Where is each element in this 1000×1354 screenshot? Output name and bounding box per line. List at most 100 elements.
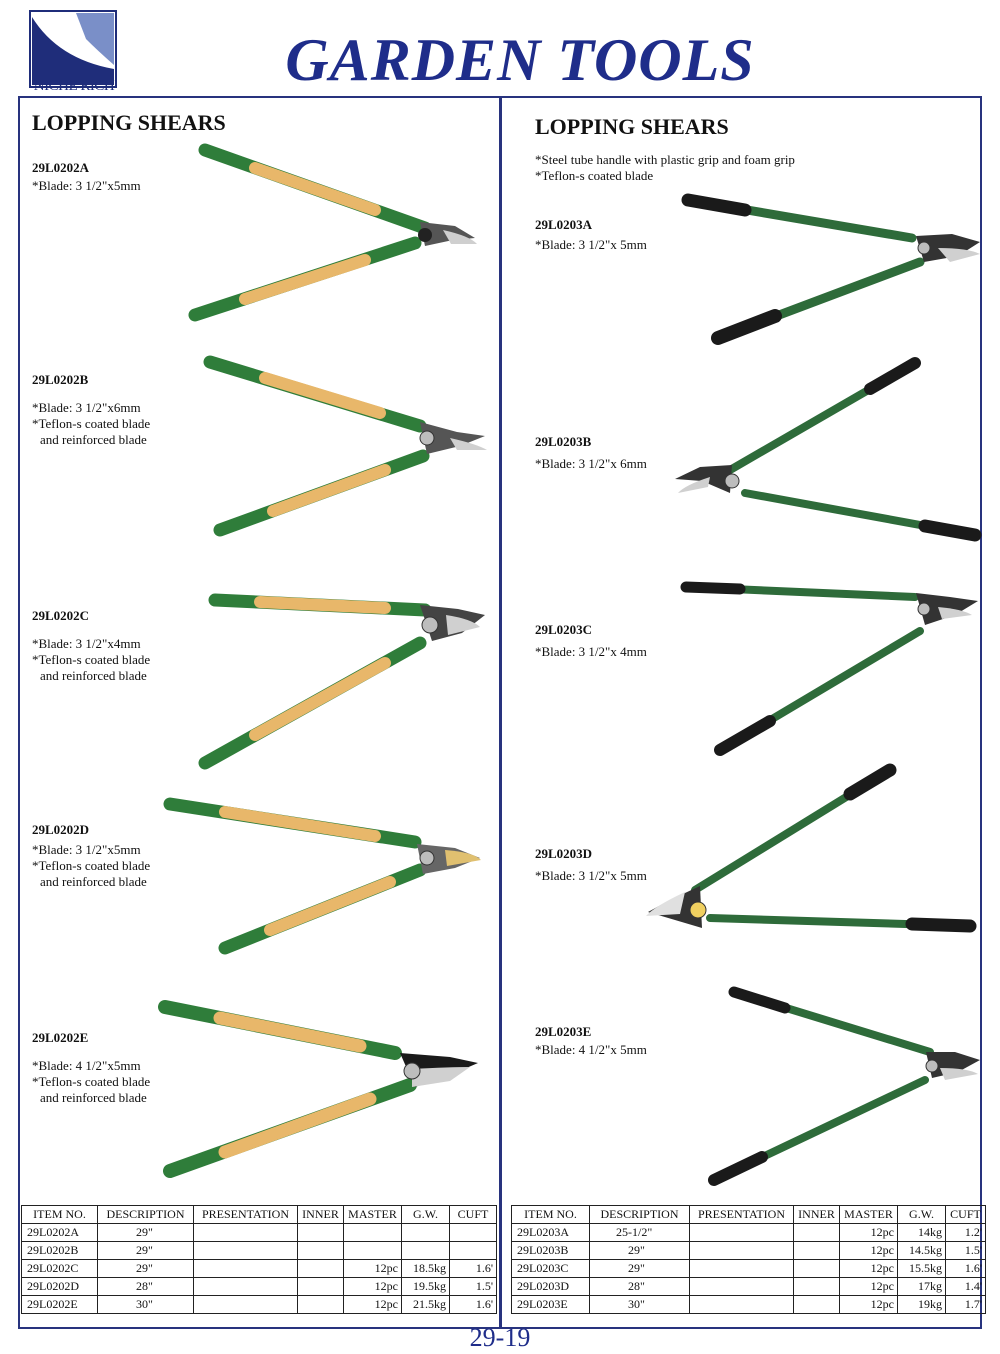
cell bbox=[689, 1241, 794, 1260]
table-row: 29L0202C 29" 12pc 18.5kg 1.6' bbox=[21, 1259, 497, 1278]
item-code: 29L0202E bbox=[32, 1030, 89, 1045]
brand-name: NICHE RICH bbox=[33, 78, 115, 94]
cell bbox=[793, 1223, 840, 1242]
right-spec-table: ITEM NO. DESCRIPTION PRESENTATION INNER … bbox=[511, 1205, 986, 1314]
item-code: 29L0203C bbox=[535, 622, 593, 637]
cell: 29L0202D bbox=[21, 1277, 98, 1296]
table-row: 29L0202B 29" bbox=[21, 1241, 497, 1260]
lopper-29L0202E-image bbox=[158, 1000, 478, 1178]
table-row: 29L0202E 30" 12pc 21.5kg 1.6' bbox=[21, 1295, 497, 1314]
item-spec: *Blade: 3 1/2"x5mm bbox=[32, 178, 141, 193]
cell: 12pc bbox=[839, 1277, 898, 1296]
cell: 29" bbox=[97, 1241, 194, 1260]
cell: 14kg bbox=[897, 1223, 946, 1242]
cell: 14.5kg bbox=[897, 1241, 946, 1260]
cell: 1.4' bbox=[945, 1277, 986, 1296]
cell: 1.5' bbox=[945, 1241, 986, 1260]
item-spec: *Blade: 3 1/2"x 5mm bbox=[535, 237, 647, 252]
col-header: DESCRIPTION bbox=[589, 1205, 690, 1224]
feature-line: *Teflon-s coated blade bbox=[535, 168, 654, 183]
cell: 1.2' bbox=[945, 1223, 986, 1242]
item-code: 29L0202D bbox=[32, 822, 90, 837]
cell: 29L0203A bbox=[511, 1223, 590, 1242]
cell bbox=[793, 1277, 840, 1296]
product-29L0202C: 29L0202C *Blade: 3 1/2"x4mm *Teflon-s co… bbox=[32, 608, 150, 684]
left-spec-table: ITEM NO. DESCRIPTION PRESENTATION INNER … bbox=[21, 1205, 497, 1314]
cell: 30" bbox=[589, 1295, 690, 1314]
cell bbox=[297, 1223, 344, 1242]
col-header: MASTER bbox=[343, 1205, 402, 1224]
lopper-29L0202B-image bbox=[203, 355, 487, 537]
item-spec: *Blade: 3 1/2"x6mm bbox=[32, 400, 141, 415]
cell: 12pc bbox=[839, 1295, 898, 1314]
product-29L0203E: 29L0203E *Blade: 4 1/2"x 5mm bbox=[535, 1024, 647, 1058]
cell: 1.6' bbox=[945, 1259, 986, 1278]
cell: 17kg bbox=[897, 1277, 946, 1296]
col-header: DESCRIPTION bbox=[97, 1205, 194, 1224]
cell: 25-1/2" bbox=[589, 1223, 690, 1242]
left-section-title: LOPPING SHEARS bbox=[32, 110, 226, 135]
item-code: 29L0203D bbox=[535, 846, 593, 861]
table-row: 29L0203A 25-1/2" 12pc 14kg 1.2' bbox=[511, 1223, 986, 1242]
col-header: INNER bbox=[297, 1205, 344, 1224]
cell: 1.5' bbox=[449, 1277, 497, 1296]
lopper-29L0202A-image bbox=[188, 143, 477, 322]
cell: 21.5kg bbox=[401, 1295, 450, 1314]
cell bbox=[297, 1295, 344, 1314]
cell: 19kg bbox=[897, 1295, 946, 1314]
item-code: 29L0202B bbox=[32, 372, 89, 387]
item-spec: *Teflon-s coated blade bbox=[32, 858, 151, 873]
lopper-29L0203D-image bbox=[646, 763, 977, 933]
niche-rich-logo bbox=[29, 10, 117, 88]
cell: 28" bbox=[97, 1277, 194, 1296]
cell: 19.5kg bbox=[401, 1277, 450, 1296]
cell: 12pc bbox=[343, 1295, 402, 1314]
product-29L0202B: 29L0202B *Blade: 3 1/2"x6mm *Teflon-s co… bbox=[32, 372, 150, 448]
cell: 29L0202A bbox=[21, 1223, 98, 1242]
feature-line: *Steel tube handle with plastic grip and… bbox=[535, 152, 795, 167]
cell: 12pc bbox=[343, 1277, 402, 1296]
cell bbox=[343, 1223, 402, 1242]
item-spec: *Blade: 3 1/2"x 6mm bbox=[535, 456, 647, 471]
cell: 29L0203E bbox=[511, 1295, 590, 1314]
col-header: INNER bbox=[793, 1205, 840, 1224]
table-header-row: ITEM NO. DESCRIPTION PRESENTATION INNER … bbox=[21, 1205, 497, 1224]
cell: 29" bbox=[589, 1241, 690, 1260]
col-header: G.W. bbox=[897, 1205, 946, 1224]
item-spec: *Blade: 3 1/2"x5mm bbox=[32, 842, 141, 857]
item-code: 29L0203B bbox=[535, 434, 592, 449]
col-header: ITEM NO. bbox=[21, 1205, 98, 1224]
cell bbox=[689, 1295, 794, 1314]
cell: 12pc bbox=[343, 1259, 402, 1278]
cell: 29L0203B bbox=[511, 1241, 590, 1260]
lopper-29L0203E-image bbox=[708, 986, 980, 1186]
cell bbox=[689, 1223, 794, 1242]
cell bbox=[297, 1241, 344, 1260]
cell bbox=[193, 1295, 298, 1314]
cell: 29L0203D bbox=[511, 1277, 590, 1296]
cell bbox=[449, 1223, 497, 1242]
product-29L0203D: 29L0203D *Blade: 3 1/2"x 5mm bbox=[535, 846, 647, 884]
item-spec: *Teflon-s coated blade bbox=[32, 652, 151, 667]
cell bbox=[297, 1259, 344, 1278]
cell: 12pc bbox=[839, 1259, 898, 1278]
cell: 29L0202E bbox=[21, 1295, 98, 1314]
table-header-row: ITEM NO. DESCRIPTION PRESENTATION INNER … bbox=[511, 1205, 986, 1224]
table-row: 29L0203D 28" 12pc 17kg 1.4' bbox=[511, 1277, 986, 1296]
col-header: ITEM NO. bbox=[511, 1205, 590, 1224]
lopper-29L0203B-image bbox=[675, 357, 982, 542]
cell: 12pc bbox=[839, 1241, 898, 1260]
cell: 29L0202B bbox=[21, 1241, 98, 1260]
item-spec: *Blade: 4 1/2"x 5mm bbox=[535, 1042, 647, 1057]
cell bbox=[793, 1295, 840, 1314]
cell bbox=[793, 1259, 840, 1278]
table-row: 29L0203C 29" 12pc 15.5kg 1.6' bbox=[511, 1259, 986, 1278]
item-spec: *Blade: 3 1/2"x 5mm bbox=[535, 868, 647, 883]
cell bbox=[689, 1277, 794, 1296]
product-29L0203B: 29L0203B *Blade: 3 1/2"x 6mm bbox=[535, 434, 647, 472]
col-header: CUFT bbox=[945, 1205, 986, 1224]
cell bbox=[297, 1277, 344, 1296]
page-title: GARDEN TOOLS bbox=[285, 27, 755, 93]
lopper-29L0202D-image bbox=[163, 797, 481, 955]
page-number: 29-19 bbox=[469, 1323, 531, 1352]
